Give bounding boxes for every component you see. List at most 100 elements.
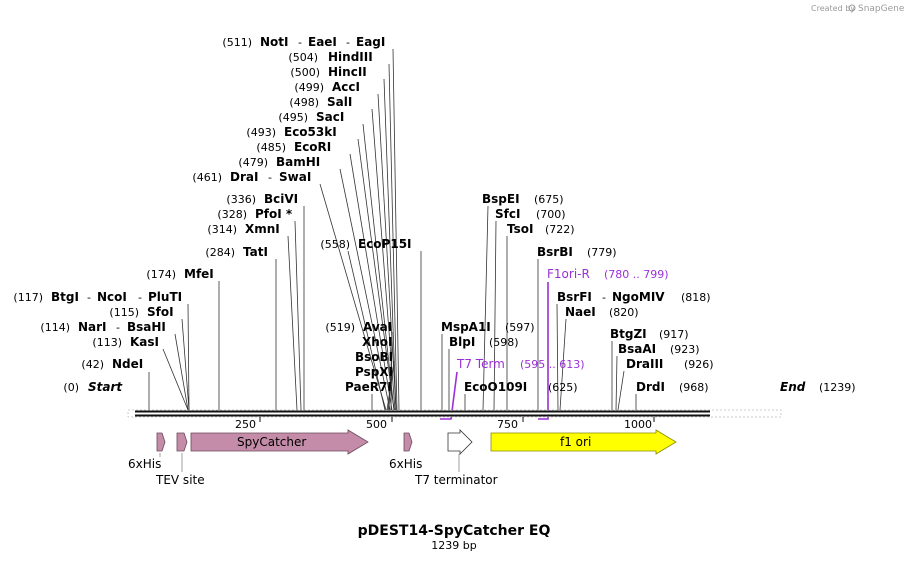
enzyme-label[interactable]: HincII — [328, 65, 367, 79]
enzyme-label[interactable]: XmnI — [245, 222, 280, 236]
start-label: Start — [88, 380, 123, 394]
enzyme-label[interactable]: SfcI — [495, 207, 520, 221]
enzyme-label[interactable]: BspEI — [482, 192, 520, 206]
backbone: 250 500 750 1000 — [127, 409, 782, 431]
enzyme-label[interactable]: NaeI — [565, 305, 596, 319]
enzyme-label[interactable]: EaeI — [308, 35, 337, 49]
enzyme-label[interactable]: EagI — [356, 35, 385, 49]
enzyme-label[interactable]: EcoRI — [294, 140, 331, 154]
feature-6xhis-arrow[interactable] — [156, 432, 166, 452]
primer-label[interactable]: F1ori-R — [547, 267, 590, 281]
primer-arrow[interactable] — [440, 371, 458, 420]
enzyme-label[interactable]: DraI — [230, 170, 258, 184]
backbone-hatch — [127, 409, 782, 418]
end-pos: (1239) — [819, 381, 856, 394]
enzyme-label[interactable]: NotI — [260, 35, 289, 49]
tick-label: 1000 — [624, 418, 652, 431]
enzyme-label[interactable]: DraIII — [626, 357, 663, 371]
enzyme-label[interactable]: BtgI — [51, 290, 79, 304]
separator: - — [116, 321, 120, 334]
separator: - — [268, 171, 272, 184]
enzyme-label[interactable]: NdeI — [112, 357, 143, 371]
enzyme-label[interactable]: PaeR7I — [345, 380, 392, 394]
site-pos: (114) — [40, 321, 70, 334]
start-pos: (0) — [63, 381, 79, 394]
separator: - — [138, 291, 142, 304]
enzyme-label[interactable]: BtgZI — [610, 327, 647, 341]
separator: - — [298, 36, 302, 49]
feature-label: 6xHis — [389, 457, 422, 471]
site-pos: (558) — [320, 238, 350, 251]
enzyme-label[interactable]: BsoBI — [355, 350, 393, 364]
enzyme-label[interactable]: KasI — [130, 335, 159, 349]
primer-arrow[interactable] — [538, 282, 549, 420]
feature-label: SpyCatcher — [237, 435, 306, 449]
site-pos: (42) — [81, 358, 104, 371]
site-pos: (493) — [246, 126, 276, 139]
primer-range: (595 .. 613) — [520, 358, 585, 371]
site-pos: (499) — [294, 81, 324, 94]
enzyme-labels-right: BspEI (675) SfcI (700) TsoI (722) BsrBI … — [441, 192, 714, 394]
enzyme-label[interactable]: MspA1I — [441, 320, 491, 334]
site-pos: (818) — [681, 291, 711, 304]
enzyme-label[interactable]: BsaAI — [618, 342, 656, 356]
enzyme-label[interactable]: Eco53kI — [284, 125, 337, 139]
enzyme-label[interactable]: SacI — [316, 110, 344, 124]
enzyme-label[interactable]: BsaHI — [127, 320, 166, 334]
site-pos: (675) — [534, 193, 564, 206]
site-pos: (115) — [109, 306, 139, 319]
feature-tev-arrow[interactable] — [176, 432, 188, 452]
site-pos: (700) — [536, 208, 566, 221]
enzyme-label[interactable]: SalI — [327, 95, 352, 109]
site-pos: (174) — [146, 268, 176, 281]
end-label: End — [780, 380, 806, 394]
site-pos: (336) — [226, 193, 256, 206]
enzyme-label[interactable]: BsrFI — [557, 290, 592, 304]
credit-brand: SnapGene — [858, 4, 905, 14]
enzyme-label[interactable]: BsrBI — [537, 245, 573, 259]
enzyme-label[interactable]: TatI — [243, 245, 268, 259]
enzyme-label[interactable]: EcoO109I — [464, 380, 527, 394]
enzyme-label[interactable]: PfoI * — [255, 207, 293, 221]
enzyme-label[interactable]: NcoI — [97, 290, 127, 304]
site-pos: (314) — [207, 223, 237, 236]
feature-f1-ori-arrow[interactable] — [490, 429, 677, 455]
site-pos: (779) — [587, 246, 617, 259]
enzyme-label[interactable]: XhoI — [362, 335, 393, 349]
enzyme-label[interactable]: NgoMIV — [612, 290, 665, 304]
features: 6xHis TEV site SpyCatcher 6xHis T7 termi… — [128, 429, 677, 487]
enzyme-label[interactable]: PspXI — [355, 365, 393, 379]
enzyme-label[interactable]: AccI — [332, 80, 360, 94]
plasmid-title: pDEST14-SpyCatcher EQ — [358, 523, 551, 539]
enzyme-label[interactable]: PluTI — [148, 290, 182, 304]
enzyme-label[interactable]: TsoI — [507, 222, 533, 236]
feature-label: TEV site — [155, 473, 205, 487]
enzyme-label[interactable]: HindIII — [328, 50, 373, 64]
enzyme-label[interactable]: BamHI — [276, 155, 320, 169]
feature-label: f1 ori — [560, 435, 591, 449]
enzyme-label[interactable]: BlpI — [449, 335, 475, 349]
enzyme-label[interactable]: DrdI — [636, 380, 665, 394]
feature-label: T7 terminator — [414, 473, 498, 487]
site-pos: (968) — [679, 381, 709, 394]
site-pos: (500) — [290, 66, 320, 79]
site-pos: (597) — [505, 321, 535, 334]
feature-t7-terminator-arrow[interactable] — [447, 429, 473, 455]
enzyme-label[interactable]: BciVI — [264, 192, 298, 206]
enzyme-label[interactable]: AvaI — [363, 320, 392, 334]
primer-label[interactable]: T7 Term — [456, 357, 505, 371]
enzyme-label[interactable]: SfoI — [147, 305, 174, 319]
enzyme-label[interactable]: NarI — [78, 320, 107, 334]
site-pos: (117) — [13, 291, 43, 304]
enzyme-label[interactable]: EcoP15I — [358, 237, 412, 251]
snapgene-logo-icon — [848, 4, 856, 12]
site-pos: (926) — [684, 358, 714, 371]
credit-text: Created by — [811, 4, 855, 13]
enzyme-label[interactable]: MfeI — [184, 267, 214, 281]
site-pos: (820) — [609, 306, 639, 319]
site-pos: (495) — [278, 111, 308, 124]
feature-6xhis-arrow[interactable] — [403, 432, 413, 452]
feature-spycatcher-arrow[interactable] — [190, 429, 369, 455]
enzyme-label[interactable]: SwaI — [279, 170, 311, 184]
